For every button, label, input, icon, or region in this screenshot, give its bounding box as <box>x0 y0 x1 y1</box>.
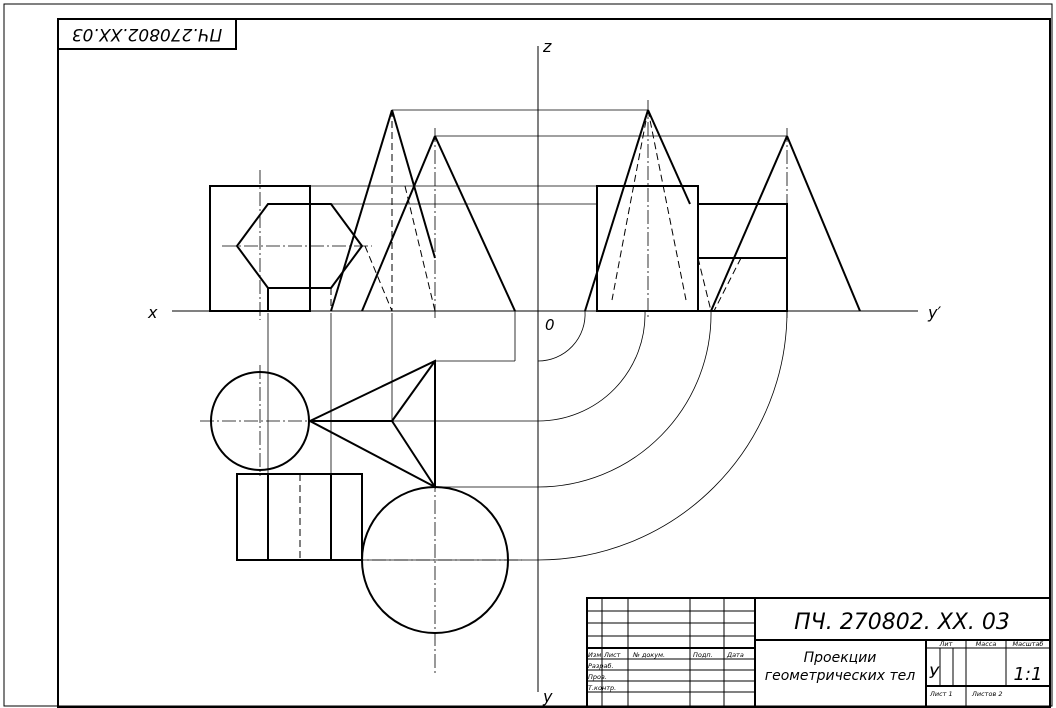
column-data: Дата <box>726 651 744 659</box>
role-razrab: Разраб. <box>588 662 614 670</box>
axis-label-z: z <box>542 37 552 56</box>
pyramids-front-hidden <box>364 110 436 312</box>
role-prov: Пров. <box>588 673 607 681</box>
header-massa: Масса <box>976 640 997 648</box>
projection-axes <box>172 46 918 692</box>
axis-label-x: x <box>147 303 158 322</box>
column-podp: Подп. <box>693 651 713 659</box>
code-stamp: ПЧ.270802.XX.03 <box>72 24 222 44</box>
title-block-title-line2: геометрических тел <box>765 668 915 684</box>
column-izm: Изм <box>588 651 601 659</box>
header-lit: Лит <box>939 640 953 648</box>
lit-value: У <box>929 663 940 682</box>
axis-label-y-prime: y′ <box>927 303 941 322</box>
scale-value: 1:1 <box>1014 664 1043 685</box>
header-masshtab: Масштаб <box>1013 640 1044 648</box>
title-block-title-line1: Проекции <box>804 650 877 666</box>
projection-lines <box>267 109 788 561</box>
top-view <box>210 359 509 634</box>
prism-front-view <box>209 185 364 312</box>
sheet-label: Лист 1 <box>929 690 953 698</box>
prism-front-hidden <box>309 204 332 311</box>
inner-frame <box>57 18 1051 708</box>
title-block <box>586 597 1051 708</box>
title-block-designation: ПЧ. 270802. XX. 03 <box>794 610 1010 635</box>
code-stamp-box <box>57 18 237 50</box>
sheets-label: Листов 2 <box>971 690 1002 698</box>
origin-label: 0 <box>545 316 555 334</box>
axis-label-y: y <box>542 687 553 706</box>
pyramids-front-view <box>330 109 516 312</box>
profile-view-hidden <box>611 109 742 312</box>
outer-frame <box>3 3 1053 707</box>
column-doc-no: № докум. <box>632 651 665 659</box>
column-list: Лист <box>603 651 621 659</box>
profile-view <box>584 109 861 312</box>
role-tkontr: Т.контр. <box>588 684 616 692</box>
